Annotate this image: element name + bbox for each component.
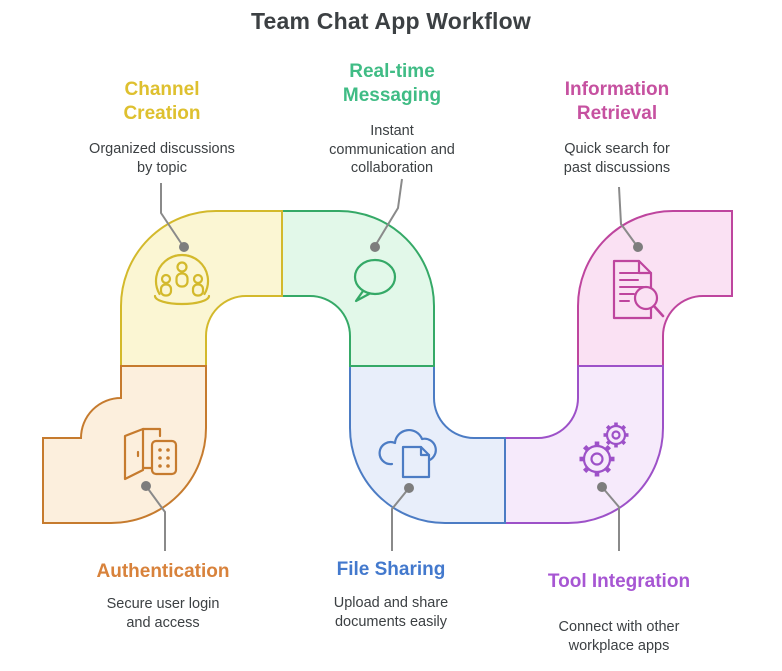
connector-dot-information-retrieval <box>633 242 643 252</box>
label-authentication: Authentication <box>96 561 230 582</box>
chat-bubble-icon <box>353 258 397 303</box>
label-file-sharing: File Sharing <box>336 559 446 580</box>
desc-channel-creation: Organized discussions by topic <box>89 141 235 176</box>
connector-channel-creation <box>160 183 184 247</box>
label-realtime-messaging: Real-time Messaging <box>342 61 442 106</box>
connector-dot-channel-creation <box>179 242 189 252</box>
label-tool-integration: Tool Integration <box>547 571 691 592</box>
label-channel-creation: Channel Creation <box>123 79 201 124</box>
document-search-icon <box>612 259 665 320</box>
door-access-icon <box>123 427 178 481</box>
connectors <box>141 178 643 551</box>
connector-realtime-messaging <box>374 178 403 247</box>
connector-tool-integration <box>601 486 620 551</box>
gears-icon <box>579 422 629 477</box>
desc-information-retrieval: Quick search for past discussions <box>563 141 671 176</box>
segment-tool-integration <box>504 365 664 524</box>
label-information-retrieval: Information Retrieval <box>564 79 670 124</box>
desc-authentication: Secure user login and access <box>106 596 220 631</box>
page-title: Team Chat App Workflow <box>251 8 531 34</box>
cloud-file-icon <box>378 429 437 479</box>
segment-realtime-messaging <box>281 210 435 367</box>
team-group-icon <box>153 253 211 306</box>
segment-file-sharing <box>349 365 506 524</box>
segment-information-retrieval <box>577 210 733 367</box>
desc-tool-integration: Connect with other workplace apps <box>558 619 680 654</box>
connector-authentication <box>145 485 166 551</box>
desc-realtime-messaging: Instant communication and collaboration <box>329 123 455 177</box>
connector-file-sharing <box>391 487 410 551</box>
connector-information-retrieval <box>618 186 638 247</box>
desc-file-sharing: Upload and share documents easily <box>333 595 449 630</box>
connector-dot-realtime-messaging <box>370 242 380 252</box>
connector-dot-tool-integration <box>597 482 607 492</box>
connector-dot-file-sharing <box>404 483 414 493</box>
segment-channel-creation <box>120 210 283 367</box>
connector-dot-authentication <box>141 481 151 491</box>
